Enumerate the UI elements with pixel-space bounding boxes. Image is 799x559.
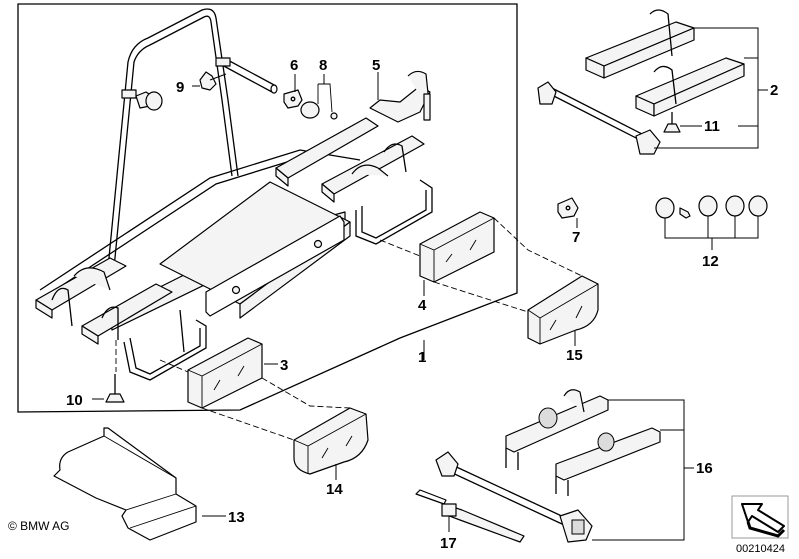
navigation-arrow-box[interactable] bbox=[731, 495, 789, 539]
part-10-knurled-screw bbox=[105, 374, 125, 403]
reference-number: 00210424 bbox=[736, 543, 785, 555]
callout-7: 7 bbox=[572, 229, 580, 246]
carrier-main-assembly bbox=[35, 8, 433, 381]
part-7-clip-nut bbox=[557, 197, 579, 219]
callout-2: 2 bbox=[770, 82, 778, 99]
callout-17: 17 bbox=[440, 535, 457, 552]
part-16-extension-set bbox=[435, 389, 661, 543]
part-3-tail-light-left bbox=[187, 337, 263, 409]
part-4-tail-light-right bbox=[419, 211, 495, 283]
part-17-strap bbox=[415, 489, 525, 543]
part-5-wheel-tray bbox=[369, 70, 431, 123]
callout-4: 4 bbox=[418, 297, 427, 314]
part-14-lens-left bbox=[293, 407, 369, 475]
callout-11: 11 bbox=[704, 118, 720, 135]
callout-8: 8 bbox=[319, 57, 327, 74]
arrow-icon bbox=[741, 503, 785, 533]
callout-14: 14 bbox=[326, 481, 343, 498]
callout-10: 10 bbox=[66, 392, 83, 409]
copyright-text: © BMW AG bbox=[8, 519, 70, 533]
callout-3: 3 bbox=[280, 357, 288, 374]
callout-13: 13 bbox=[228, 509, 245, 526]
part-12-lock-cylinder-set bbox=[655, 195, 768, 219]
callout-12: 12 bbox=[702, 253, 719, 270]
leader-lines bbox=[92, 27, 768, 541]
part-9-clamp bbox=[199, 71, 217, 91]
part-11-knurled-screw bbox=[663, 112, 681, 133]
callout-1: 1 bbox=[418, 349, 426, 366]
callout-16: 16 bbox=[696, 460, 713, 477]
part-13-protective-cover bbox=[53, 427, 197, 541]
callout-6: 6 bbox=[290, 57, 298, 74]
license-plate-holder bbox=[205, 215, 345, 317]
callout-9: 9 bbox=[176, 79, 184, 96]
part-8-lock-cylinder bbox=[300, 83, 338, 120]
callout-15: 15 bbox=[566, 347, 583, 364]
part-6-clip-nut bbox=[283, 89, 303, 109]
assembly-frame-border bbox=[17, 3, 518, 413]
knob-icon bbox=[145, 91, 163, 111]
part-15-lens-right bbox=[527, 275, 599, 345]
callout-5: 5 bbox=[372, 57, 380, 74]
